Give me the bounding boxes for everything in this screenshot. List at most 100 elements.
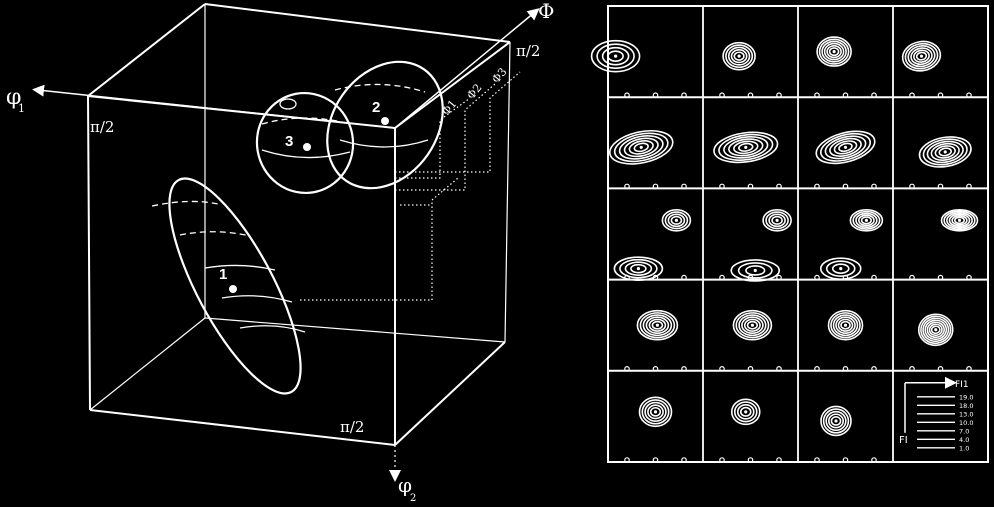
- cell-tick: [871, 365, 877, 372]
- ellipsoid-2: [326, 60, 444, 190]
- cell-tick: [937, 92, 944, 99]
- cell-tick: [776, 183, 782, 190]
- contour-cluster: [730, 398, 761, 426]
- contour-cluster: [613, 256, 664, 281]
- pi-half-bottom: π/2: [340, 418, 364, 436]
- contour-cluster: [730, 259, 781, 282]
- contour-cluster: [636, 309, 679, 341]
- cell-tick: [624, 183, 630, 190]
- contour-cluster: [732, 309, 773, 341]
- contour-cluster: [819, 257, 862, 280]
- legend-level-label: 1.0: [959, 444, 969, 452]
- cell-tick: [719, 274, 725, 281]
- legend-level-label: 10.0: [959, 419, 973, 427]
- contour-cluster: [661, 209, 692, 232]
- contour-cluster: [722, 41, 756, 71]
- cell-tick: [624, 457, 630, 463]
- cell-tick: [814, 183, 820, 190]
- cell-tick: [681, 365, 687, 372]
- point-3: [303, 143, 311, 151]
- cell-tick: [652, 365, 659, 372]
- legend-level-label: 19.0: [959, 393, 973, 401]
- cell-tick: [652, 457, 659, 463]
- Phi-axis-label: Φ: [538, 0, 554, 23]
- cell-tick: [966, 274, 972, 281]
- cell-tick: [842, 457, 849, 463]
- projection-lines: [300, 71, 521, 301]
- cell-tick: [776, 457, 782, 463]
- cell-tick: [747, 457, 754, 463]
- cell-tick: [871, 274, 877, 281]
- cell-tick: [871, 183, 877, 190]
- contour-cluster: [918, 136, 972, 168]
- cell-tick: [747, 183, 754, 190]
- cell-tick: [814, 457, 820, 463]
- legend-level-label: 18.0: [959, 402, 973, 410]
- cell-tick: [776, 274, 782, 281]
- cell-tick: [652, 274, 659, 281]
- contour-cluster: [917, 313, 954, 347]
- cell-tick: [871, 92, 877, 99]
- cell-tick: [937, 183, 944, 190]
- pi-half-topright: π/2: [516, 42, 540, 60]
- cell-tick: [814, 274, 820, 281]
- cell-tick: [871, 457, 877, 463]
- cell-tick: [624, 92, 630, 99]
- cell-tick: [937, 274, 944, 281]
- cell-tick: [719, 183, 725, 190]
- cube-front-face: [87, 95, 396, 446]
- phi1-axis: [32, 84, 396, 129]
- cell-tick: [842, 274, 849, 281]
- cell-tick: [966, 92, 972, 99]
- contour-cluster: [940, 209, 979, 232]
- contour-cluster: [820, 405, 852, 437]
- contour-cluster: [713, 131, 779, 164]
- legend-level-label: 13.0: [959, 410, 973, 418]
- cell-tick: [747, 274, 754, 281]
- cell-tick: [719, 365, 725, 372]
- contour-cluster: [590, 39, 641, 73]
- cell-tick: [652, 92, 659, 99]
- legend-level-label: 4.0: [959, 436, 969, 444]
- legend-axis-x: FI1: [955, 380, 969, 390]
- point-2: [381, 117, 389, 125]
- cell-tick: [681, 457, 687, 463]
- contour-cluster: [815, 130, 876, 165]
- cell-tick: [937, 365, 944, 372]
- cell-tick: [966, 183, 972, 190]
- cell-tick: [776, 92, 782, 99]
- phi1-axis-subscript: 1: [18, 102, 25, 115]
- cell-tick: [681, 183, 687, 190]
- phi-mark-3: Φ3: [489, 65, 509, 86]
- phi-mark-2: Φ2: [464, 81, 484, 102]
- cell-tick: [966, 365, 972, 372]
- cell-tick: [842, 92, 849, 99]
- contour-cluster: [638, 396, 673, 428]
- cell-tick: [681, 92, 687, 99]
- cell-tick: [747, 365, 754, 372]
- cell-tick: [624, 365, 630, 372]
- contour-cluster: [608, 130, 674, 165]
- legend-level-label: 7.0: [959, 427, 969, 435]
- phi2-axis-subscript: 2: [410, 493, 416, 504]
- point-label-3: 3: [285, 133, 293, 150]
- phi1-axis-label: φ: [6, 85, 21, 110]
- ellipsoid-3: [255, 91, 355, 195]
- point-label-2: 2: [372, 99, 380, 116]
- contour-cluster: [849, 209, 884, 232]
- cube-back-face: [204, 3, 511, 343]
- cell-tick: [909, 183, 915, 190]
- cell-tick: [681, 274, 687, 281]
- cell-tick: [842, 183, 849, 190]
- cell-tick: [652, 183, 659, 190]
- cell-tick: [747, 92, 754, 99]
- cell-tick: [909, 274, 915, 281]
- cell-tick: [719, 92, 725, 99]
- euler-space-cube: [32, 3, 540, 482]
- contour-cluster: [827, 309, 864, 341]
- phi2-axis-label: φ: [398, 473, 412, 497]
- cell-tick: [719, 457, 725, 463]
- cell-tick: [814, 365, 820, 372]
- ellipsoid-1: [151, 177, 306, 395]
